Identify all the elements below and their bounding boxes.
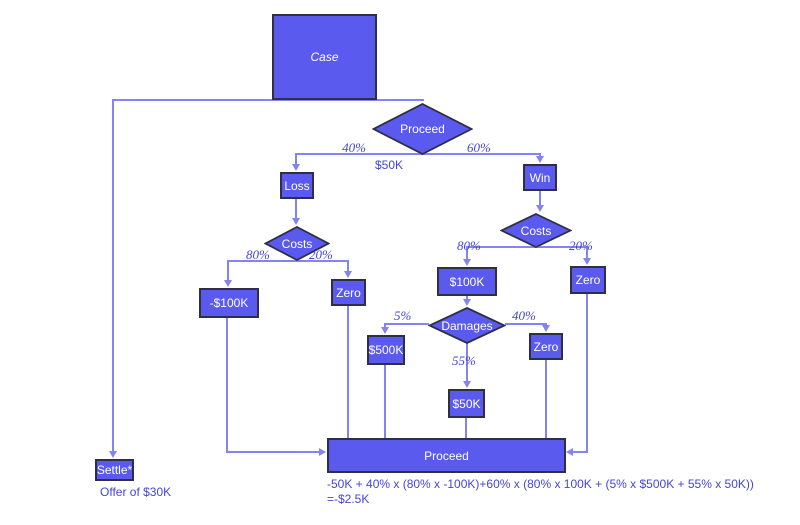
costs-right-label: Costs: [520, 223, 552, 238]
edge-line-50k-down: [465, 417, 467, 439]
edge-line-damages-5pct: [384, 323, 429, 325]
edge-line-win-costs: [539, 191, 541, 207]
500k-node: $500K: [367, 335, 405, 365]
proceed-cost-label: $50K: [375, 158, 404, 172]
arrowhead: [292, 218, 300, 225]
edge-line-loss-costs: [295, 199, 297, 219]
edge-line-zeroright-down: [586, 293, 588, 453]
arrowhead: [224, 280, 232, 287]
edge-line-neg100k-down: [226, 317, 228, 453]
arrowhead: [463, 299, 471, 306]
edge-line-settle-vertical: [112, 99, 114, 452]
case-node: Case: [272, 14, 377, 100]
arrowhead: [463, 381, 471, 388]
edge-line-to-500k: [384, 323, 386, 329]
arrowhead: [583, 258, 591, 265]
costs-right-diamond: Costs: [500, 213, 572, 248]
arrowhead: [319, 448, 326, 456]
zero-right-node: Zero: [570, 266, 606, 294]
arrowhead: [542, 325, 550, 332]
zero-mid-node: Zero: [529, 333, 563, 360]
proceed-decision-diamond: Proceed: [372, 103, 473, 155]
costs-left-diamond: Costs: [264, 226, 330, 261]
arrowhead: [536, 205, 544, 212]
damages-55-label: 55%: [452, 353, 476, 368]
proceed-decision-label: Proceed: [400, 122, 445, 136]
ev-formula-line: -50K + 40% x (80% x -100K)+60% x (80% x …: [327, 477, 754, 491]
edge-line-zeromid-down: [545, 359, 547, 439]
edge-line-to-zeroright: [586, 246, 588, 259]
win-probability-label: 60%: [467, 140, 491, 155]
arrowhead: [566, 448, 573, 456]
pos-100k-node: $100K: [437, 267, 497, 296]
edge-line-costsright-branch: [466, 246, 588, 248]
loss-node: Loss: [280, 172, 314, 199]
neg-100k-node: -$100K: [199, 288, 259, 318]
edge-line-pos100k-damages: [466, 295, 468, 302]
edge-line-costsleft-branch: [227, 260, 349, 262]
edge-line-to-zeroleft: [347, 260, 349, 273]
edge-line-case-top: [112, 99, 424, 101]
edge-line-damages-40pct: [505, 323, 547, 325]
edge-line-zeroright-left: [573, 451, 588, 453]
ev-result-line: =-$2.5K: [327, 492, 370, 506]
edge-line-neg100k-right: [226, 451, 319, 453]
win-costs-80-label: 80%: [457, 238, 481, 253]
loss-costs-20-label: 20%: [309, 247, 333, 262]
damages-5-label: 5%: [394, 308, 412, 323]
damages-diamond: Damages: [428, 307, 506, 344]
costs-left-label: Costs: [281, 236, 313, 251]
settle-node: Settle*: [95, 459, 134, 481]
edge-line-damages-55pct: [466, 343, 468, 382]
arrowhead: [536, 156, 544, 163]
loss-costs-80-label: 80%: [246, 247, 270, 262]
win-costs-20-label: 20%: [569, 238, 593, 253]
50k-node: $50K: [448, 389, 485, 418]
edge-line-proceed-branch: [295, 153, 541, 155]
edge-line-to-neg100k: [227, 260, 229, 281]
edge-line-to-pos100k: [466, 246, 468, 260]
settle-offer-label: Offer of $30K: [100, 485, 172, 499]
damages-label: Damages: [441, 318, 493, 333]
win-node: Win: [523, 164, 557, 191]
edge-line-to-loss: [295, 153, 297, 166]
damages-40-label: 40%: [512, 308, 536, 323]
arrowhead: [109, 451, 117, 458]
arrowhead: [292, 164, 300, 171]
edge-line-zeroleft-down: [347, 305, 349, 439]
arrowhead: [463, 259, 471, 266]
arrowhead: [381, 327, 389, 334]
edge-line-500k-down: [384, 364, 386, 439]
loss-probability-label: 40%: [342, 140, 366, 155]
arrowhead: [344, 271, 352, 278]
zero-left-node: Zero: [331, 279, 366, 306]
proceed-outcome-node: Proceed: [327, 438, 566, 473]
